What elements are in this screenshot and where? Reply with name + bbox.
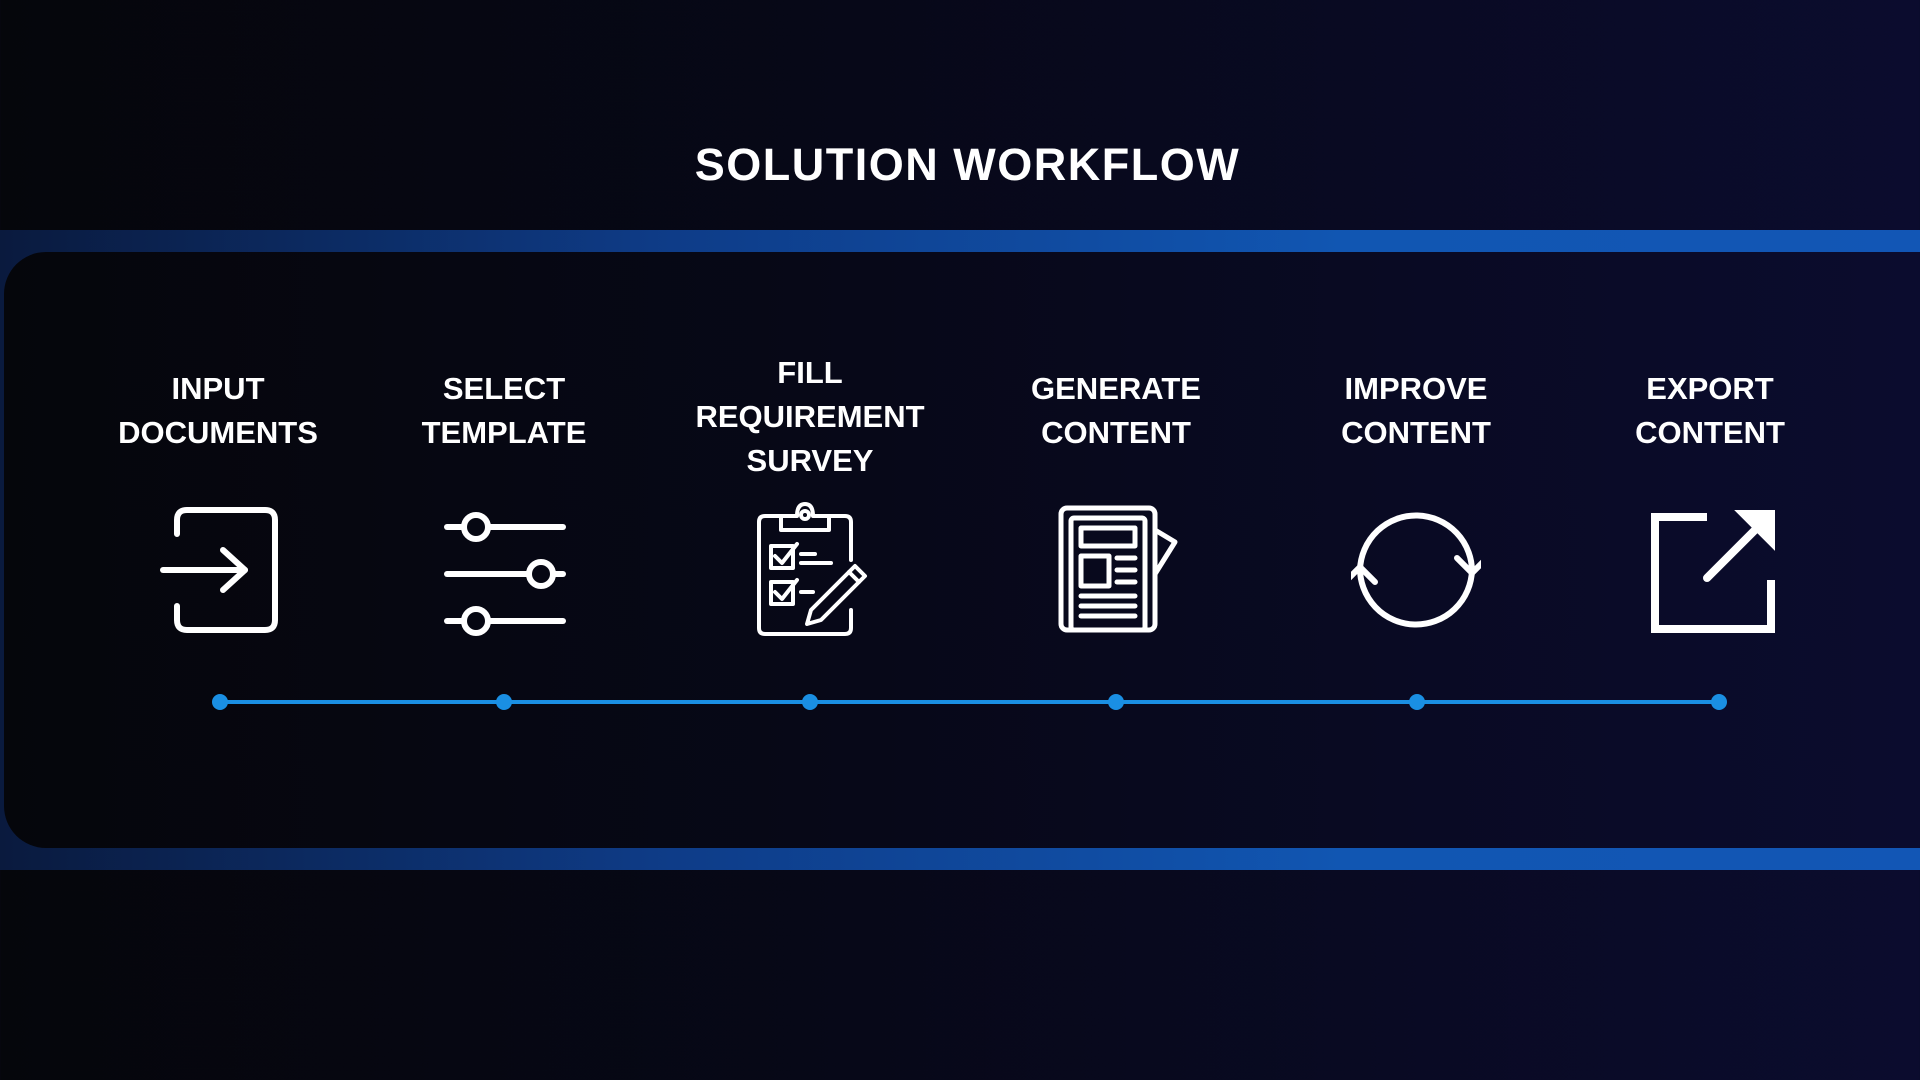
workflow-step-export-content: EXPORT CONTENT	[1560, 0, 1860, 1080]
sliders-icon	[439, 500, 569, 640]
page-title: SOLUTION WORKFLOW	[694, 139, 1241, 190]
workflow-step-generate-content: GENERATE CONTENT	[966, 0, 1266, 1080]
workflow-panel	[4, 252, 1920, 848]
clipboard-checklist-icon	[745, 500, 875, 640]
workflow-step-select-template: SELECT TEMPLATE	[354, 0, 654, 1080]
refresh-cycle-icon	[1351, 500, 1481, 640]
newspaper-icon	[1051, 500, 1181, 640]
external-link-icon	[1645, 500, 1775, 640]
step-label: GENERATE CONTENT	[1031, 371, 1201, 450]
step-label: EXPORT CONTENT	[1635, 371, 1785, 450]
step-label: IMPROVE CONTENT	[1341, 371, 1491, 450]
workflow-step-input-documents: INPUT DOCUMENTS	[68, 0, 368, 1080]
workflow-step-fill-requirement-survey: FILL REQUIREMENT SURVEY	[660, 0, 960, 1080]
step-label: SELECT TEMPLATE	[421, 371, 587, 450]
step-label: FILL REQUIREMENT SURVEY	[695, 355, 925, 478]
workflow-band	[0, 230, 1920, 870]
sign-in-icon	[153, 500, 283, 640]
step-label: INPUT DOCUMENTS	[118, 371, 318, 450]
workflow-step-improve-content: IMPROVE CONTENT	[1266, 0, 1566, 1080]
